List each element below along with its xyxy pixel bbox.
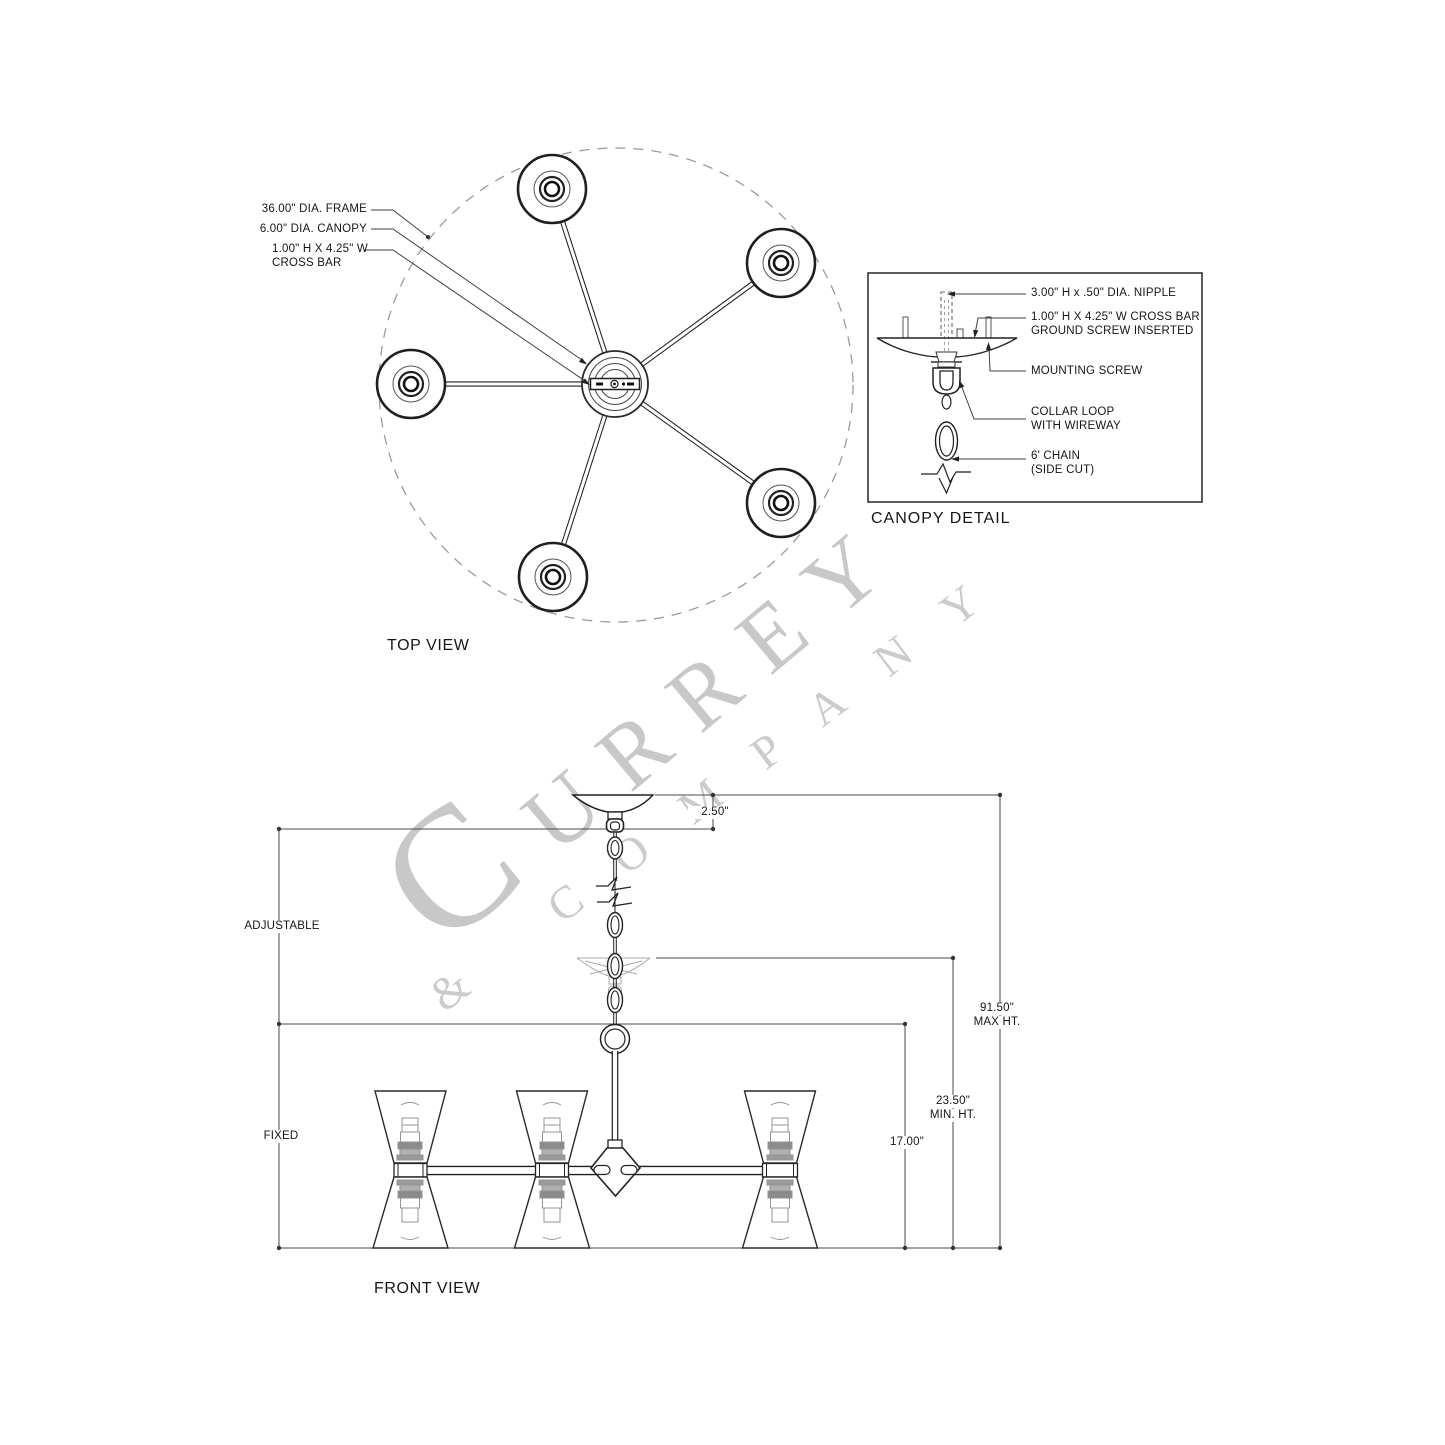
shade-right (741, 1090, 819, 1249)
max-height-caption: MAX HT. (966, 1016, 1028, 1029)
frame-diameter-label: 36.00" DIA. FRAME (261, 203, 367, 215)
crossbar-label-line1: 1.00" H X 4.25" W (272, 243, 368, 255)
adjustable-label: ADJUSTABLE (242, 920, 322, 933)
front-view-drawing (276, 792, 1003, 1251)
lamp-head-upper-right (745, 227, 817, 299)
detail-chain (934, 394, 959, 461)
nipple (940, 291, 953, 339)
chain-label-line1: 6' CHAIN (1031, 450, 1081, 462)
nipple-label: 3.00" H x .50" DIA. NIPPLE (1031, 287, 1177, 299)
mounting-screw-label: MOUNTING SCREW (1031, 365, 1143, 377)
top-view-leader-lines (364, 209, 590, 385)
top-view-drawing (364, 147, 854, 623)
collar-loop-label-line1: COLLAR LOOP (1031, 406, 1115, 418)
mounting-screw-post-left (902, 316, 909, 339)
detail-crossbar-label-line1: 1.00" H X 4.25" W CROSS BAR (1031, 311, 1200, 323)
ceiling-canopy (570, 794, 655, 833)
lamp-head-bottom (517, 541, 589, 613)
collar-loop-label-line2: WITH WIREWAY (1031, 420, 1121, 432)
dimension-lines (278, 794, 1002, 1249)
body-height-dimension: 17.00" (880, 1136, 934, 1149)
dimension-ticks (276, 792, 1003, 1251)
lamp-internals (396, 1102, 794, 1240)
fixed-label: FIXED (251, 1130, 311, 1143)
detail-crossbar-label-line2: GROUND SCREW INSERTED (1031, 325, 1194, 337)
min-height-value: 23.50" (926, 1095, 980, 1108)
hanging-chain (606, 832, 624, 1026)
front-view-title: FRONT VIEW (374, 1280, 481, 1297)
sleeve-caps (397, 1163, 794, 1177)
crossbar-label-line2: CROSS BAR (272, 257, 342, 269)
canopy-detail-leaders (947, 291, 1026, 462)
top-view-title: TOP VIEW (387, 637, 470, 654)
shade-center (513, 1090, 591, 1249)
canopy-diameter-label: 6.00" DIA. CANOPY (259, 223, 367, 235)
shade-left (372, 1090, 449, 1249)
lock-nut (935, 351, 958, 363)
chain-label-line2: (SIDE CUT) (1031, 464, 1095, 476)
lamp-head-lower-right (745, 467, 817, 539)
lamp-head-top (516, 153, 588, 225)
lamp-heads (375, 153, 817, 613)
mounting-screw-post-right (985, 316, 992, 339)
lamp-head-left (375, 348, 447, 420)
canopy-detail-title: CANOPY DETAIL (871, 510, 1011, 527)
canopy-detail-box (867, 272, 1203, 503)
side-cut-break (921, 462, 971, 495)
center-hub-top-view (581, 350, 649, 418)
canopy-height-dimension: 2.50" (688, 806, 742, 819)
stem-rod (607, 1051, 623, 1150)
canopy-detail-drawing (867, 272, 1203, 503)
ground-screw (956, 328, 964, 339)
arm-sleeves (393, 1162, 799, 1178)
hanging-ring (599, 1023, 631, 1055)
collar-loop (932, 367, 961, 395)
min-height-caption: MIN. HT. (926, 1109, 980, 1122)
chain-break-symbol (596, 876, 633, 907)
center-hub-front (589, 1147, 642, 1198)
max-height-value: 91.50" (970, 1002, 1024, 1015)
